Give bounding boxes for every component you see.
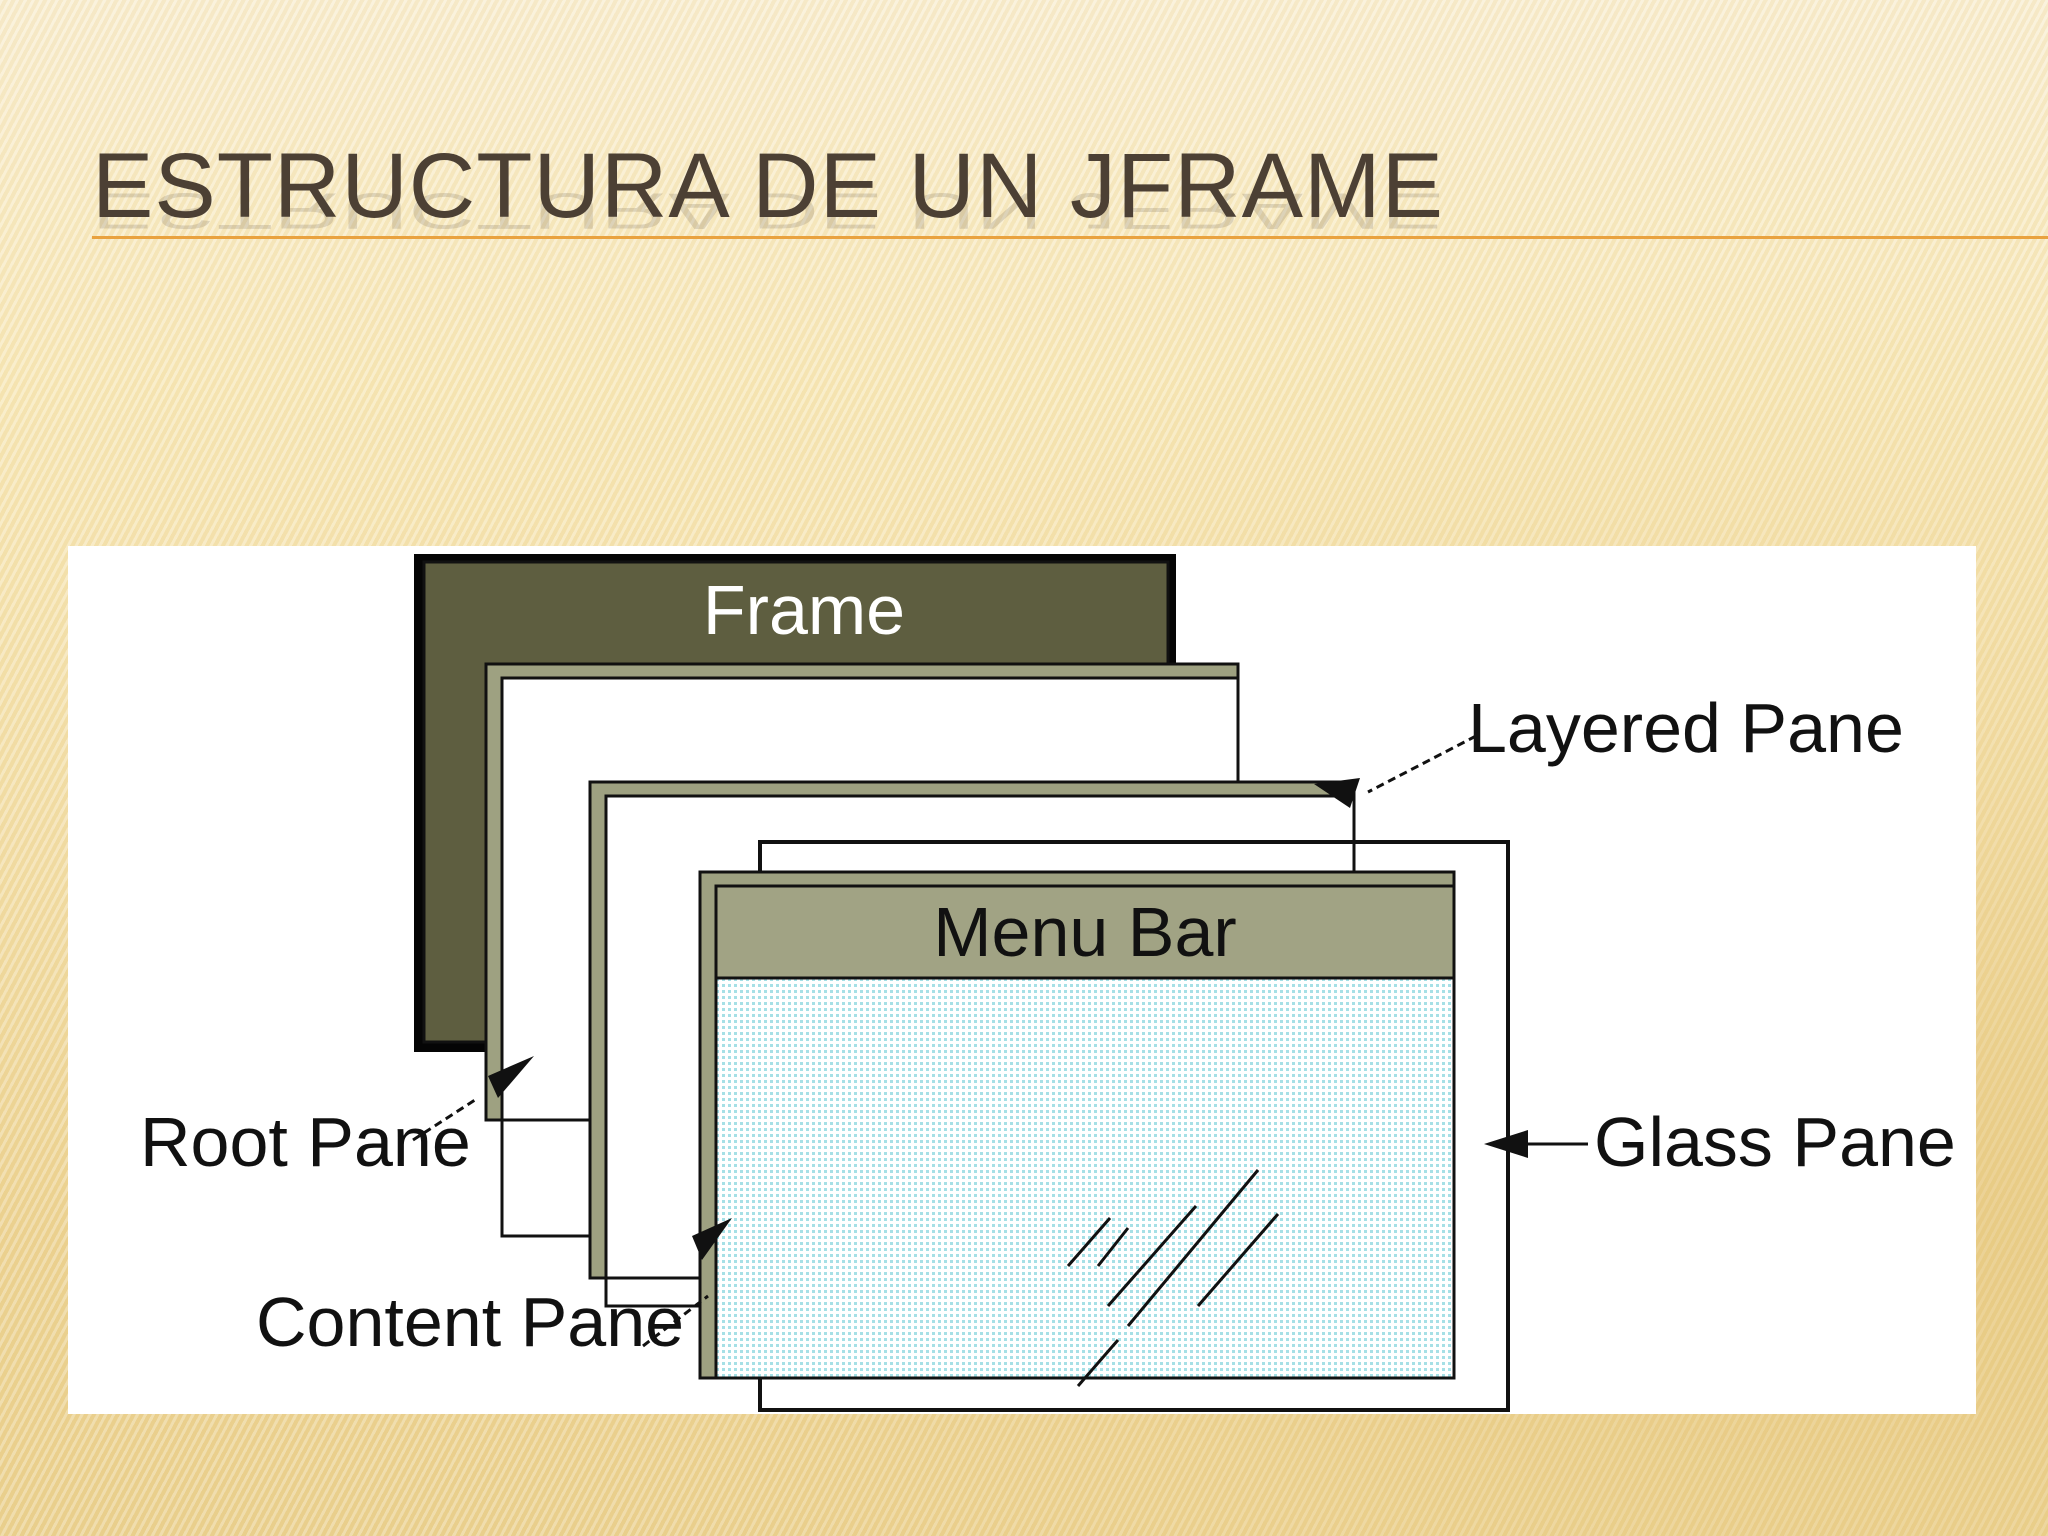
arrowheads xyxy=(488,778,1528,1260)
jframe-structure-diagram: Frame Menu Bar xyxy=(68,546,1976,1414)
menu-bar-label: Menu Bar xyxy=(933,893,1236,971)
shine-mark xyxy=(1196,1213,1280,1307)
content-pane-label: Content Pane xyxy=(256,1283,684,1361)
frame-label: Frame xyxy=(703,571,905,649)
glass-pane-label: Glass Pane xyxy=(1594,1103,1956,1181)
root-pane-label: Root Pane xyxy=(140,1103,471,1181)
layered-pane-arrowhead xyxy=(1314,778,1360,808)
content-pane-leader xyxy=(642,1294,709,1348)
glass-shine-marks xyxy=(1066,1169,1280,1387)
title-underline xyxy=(92,236,2048,239)
content-pane-area xyxy=(714,976,1456,1380)
content-pane-arrowhead xyxy=(692,1218,732,1260)
content-connector-line xyxy=(604,1278,700,1308)
layered-pane-label: Layered Pane xyxy=(1468,689,1904,767)
shine-mark xyxy=(1076,1339,1120,1387)
shine-mark xyxy=(1066,1217,1112,1267)
shine-mark xyxy=(1096,1227,1130,1267)
slide-title: ESTRUCTURA DE UN JFRAME xyxy=(92,135,1444,237)
content-window: Menu Bar xyxy=(698,870,1456,1380)
connectors xyxy=(412,734,1588,1348)
slide-title-reflection: ESTRUCTURA DE UN JFRAME xyxy=(92,182,1444,239)
root-connector-line xyxy=(500,1120,590,1238)
root-pane-arrowhead xyxy=(488,1056,534,1098)
layered-pane-leader xyxy=(1367,734,1477,794)
diagram-canvas: Frame Menu Bar xyxy=(140,554,1956,1412)
shine-mark xyxy=(1126,1169,1260,1327)
shine-mark xyxy=(1106,1205,1198,1307)
glass-pane-arrowhead xyxy=(1484,1130,1528,1158)
menu-bar xyxy=(714,884,1456,980)
